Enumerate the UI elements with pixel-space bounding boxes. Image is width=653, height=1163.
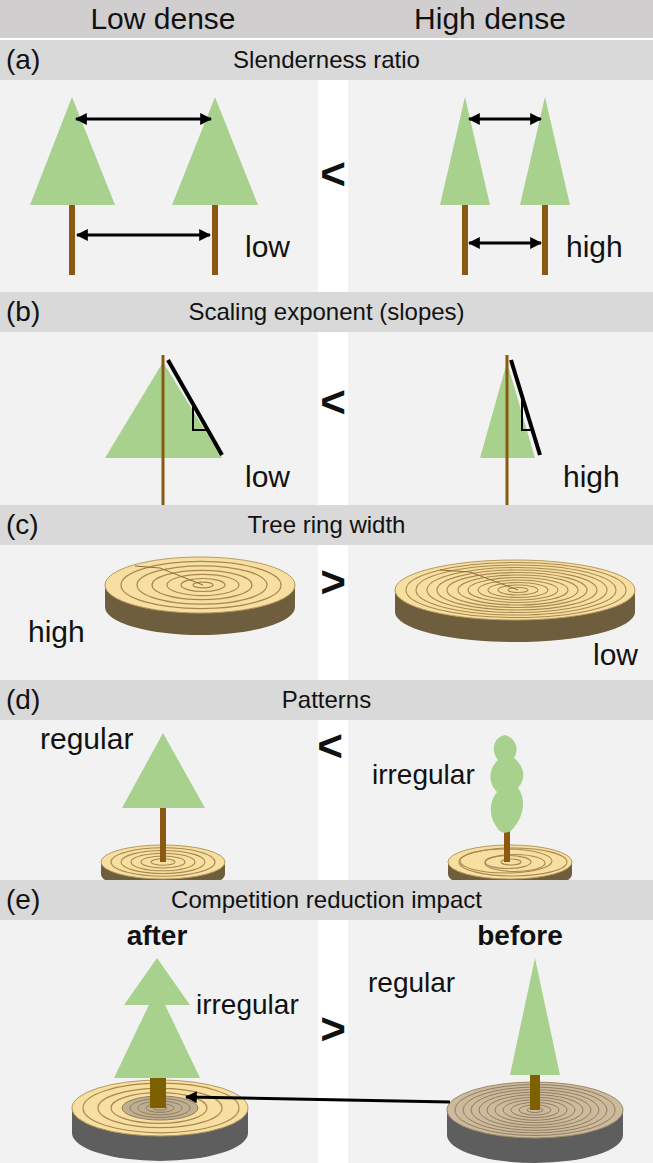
section-letter: (e) — [6, 880, 40, 920]
comparison-sign: > — [320, 558, 346, 606]
header-text: Scaling exponent (slopes) — [0, 292, 653, 332]
stage-label: after — [127, 921, 188, 952]
panel-ground — [348, 545, 653, 680]
tree-crown — [520, 97, 570, 205]
pattern-label: regular — [40, 722, 133, 755]
tree-trunk — [504, 830, 510, 862]
disc-top — [395, 560, 635, 620]
tree-ring — [459, 848, 567, 876]
panel-ground — [0, 720, 318, 880]
comparison-sign: < — [320, 378, 346, 426]
header-text: Patterns — [0, 680, 653, 720]
tree-ring — [427, 568, 607, 613]
level-label: low — [245, 230, 290, 263]
slope-line — [511, 360, 540, 455]
comparison-sign: < — [320, 150, 346, 198]
section-letter: (b) — [6, 292, 40, 332]
section-header-band: (c)Tree ring width — [0, 505, 653, 545]
stage-label: before — [477, 921, 563, 952]
header-text: Slenderness ratio — [0, 40, 653, 80]
tree-crown — [172, 97, 258, 205]
tree-trunk — [212, 200, 218, 275]
tree-stem — [162, 355, 165, 505]
tree-ring — [485, 855, 545, 872]
tree-ring — [406, 563, 626, 618]
tree-trunk — [160, 805, 166, 862]
pattern-label: irregular — [196, 990, 299, 1021]
tree-trunk — [530, 1070, 540, 1110]
tree-stem — [506, 355, 509, 505]
slope-line — [168, 360, 222, 455]
tree-rings — [406, 563, 626, 618]
tree-crown — [440, 97, 490, 205]
slope-marker — [522, 398, 531, 430]
section-letter: (a) — [6, 40, 40, 80]
pattern-label: regular — [368, 968, 455, 999]
header-text: Tree ring width — [0, 505, 653, 545]
disc-crack — [135, 566, 203, 585]
level-label: low — [593, 638, 638, 671]
comparison-sign: > — [320, 1005, 346, 1053]
tree-crown — [124, 958, 190, 1005]
section-header-band: (d)Patterns — [0, 680, 653, 720]
irregular-crown — [490, 735, 523, 833]
section-letter: (d) — [6, 680, 40, 720]
distance-arrow — [469, 242, 541, 245]
panel-ground — [348, 920, 653, 1163]
section-header-band: (b)Scaling exponent (slopes) — [0, 292, 653, 332]
tree-trunk — [542, 200, 548, 275]
pattern-label: irregular — [372, 760, 475, 791]
panel-ground — [348, 720, 653, 880]
transition-arrow — [186, 1097, 450, 1102]
slope-marker — [193, 402, 207, 430]
level-label: high — [566, 230, 623, 263]
header-text: Low dense — [0, 0, 326, 38]
panel-ground — [0, 545, 318, 680]
tree-ring — [121, 561, 281, 608]
tree-rings — [459, 848, 567, 876]
column-header-band: Low denseHigh dense — [0, 0, 653, 38]
level-label: high — [563, 460, 620, 493]
panel-ground — [0, 332, 318, 505]
section-header-band: (a)Slenderness ratio — [0, 40, 653, 80]
panel-ground — [348, 332, 653, 505]
section-letter: (c) — [6, 505, 39, 545]
comparison-sign: < — [317, 722, 343, 770]
tree-ring — [437, 570, 597, 610]
distance-arrow — [76, 118, 211, 121]
tree-rings — [121, 561, 281, 608]
header-text: Competition reduction impact — [0, 880, 653, 920]
tree-trunk — [69, 200, 75, 275]
header-text: High dense — [327, 0, 653, 38]
panel-ground — [0, 920, 318, 1163]
disc-top — [105, 557, 295, 613]
section-header-band: (e)Competition reduction impact — [0, 880, 653, 920]
level-label: high — [28, 615, 85, 648]
tree-crown — [510, 958, 560, 1075]
distance-arrow — [77, 234, 210, 237]
disc-crack — [440, 570, 518, 590]
tree-crown — [122, 733, 205, 808]
distance-arrow — [469, 118, 541, 121]
panel-ground — [0, 80, 318, 292]
level-label: low — [245, 460, 290, 493]
tree-crown — [30, 97, 115, 205]
tree-ring — [416, 565, 616, 615]
tree-trunk — [462, 200, 468, 275]
panel-ground — [348, 80, 653, 292]
